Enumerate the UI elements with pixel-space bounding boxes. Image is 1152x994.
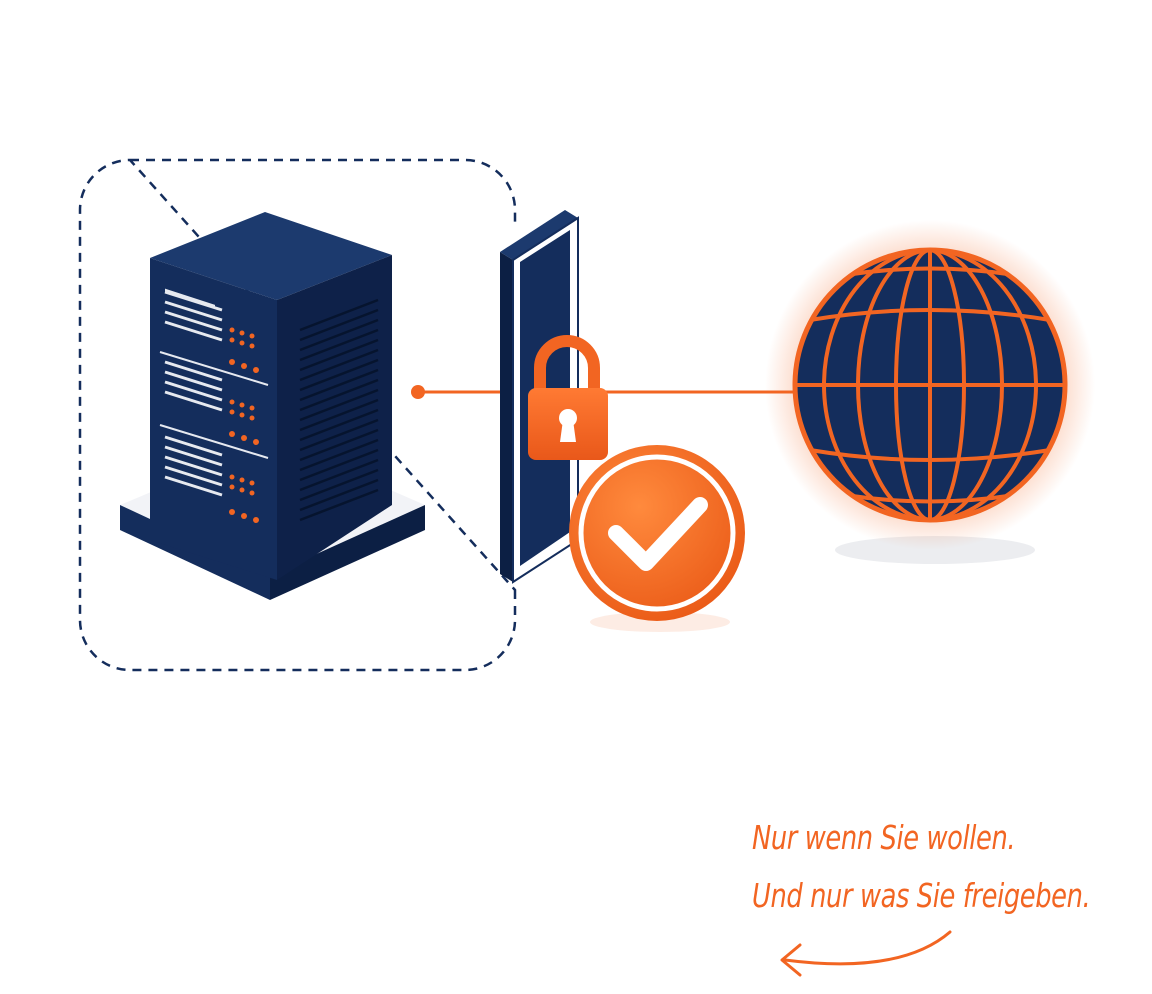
curved-arrow-icon xyxy=(780,930,952,977)
connection-line xyxy=(411,385,800,399)
checkmark-badge-icon xyxy=(569,445,745,632)
padlock-icon xyxy=(528,335,608,460)
local-network-boundary xyxy=(78,158,517,672)
server-rack-icon xyxy=(120,212,425,600)
note-line-1: Nur wenn Sie wollen. xyxy=(752,818,1016,857)
globe-icon xyxy=(765,220,1095,564)
note-line-2: Und nur was Sie freigeben. xyxy=(752,876,1091,915)
